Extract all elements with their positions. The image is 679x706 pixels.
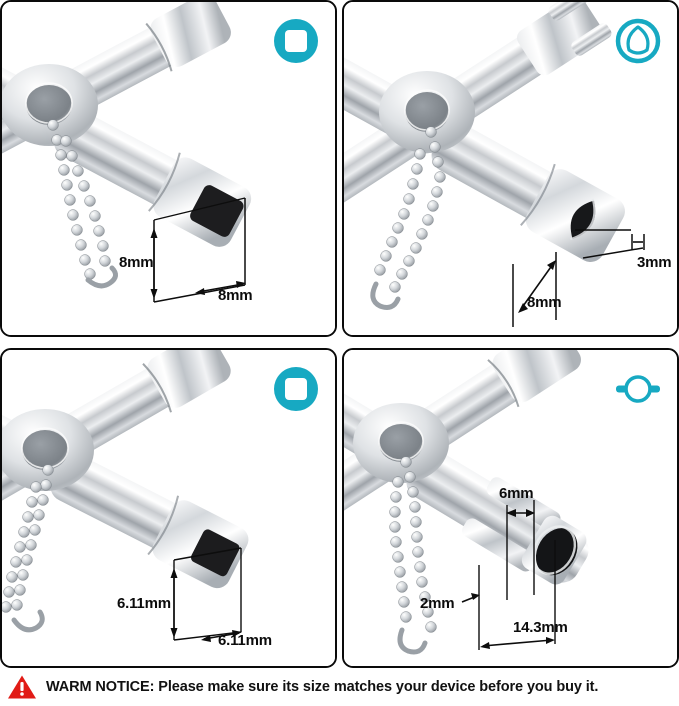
tool-photo-round-tab-socket [344, 350, 677, 666]
round-tab-socket-badge [613, 364, 663, 414]
tool-photo-triangle-socket [344, 2, 677, 335]
panel-round-tab: 6mm 2mm 14.3mm [342, 348, 679, 668]
panel-grid: 8mm 8mm [0, 0, 679, 668]
panel-square-611mm: 6.11mm 6.11mm [0, 348, 337, 668]
warning-triangle-icon [8, 675, 36, 699]
tool-photo-square-611mm [2, 350, 335, 666]
triangle-socket-badge [613, 16, 663, 66]
panel-square-8mm: 8mm 8mm [0, 0, 337, 337]
square-socket-badge [271, 364, 321, 414]
panel-triangle-8mm-3mm: 3mm 8mm [342, 0, 679, 337]
warning-notice-text: WARM NOTICE: Please make sure its size m… [46, 679, 599, 695]
warning-notice-bar: WARM NOTICE: Please make sure its size m… [0, 668, 679, 706]
square-socket-badge [271, 16, 321, 66]
